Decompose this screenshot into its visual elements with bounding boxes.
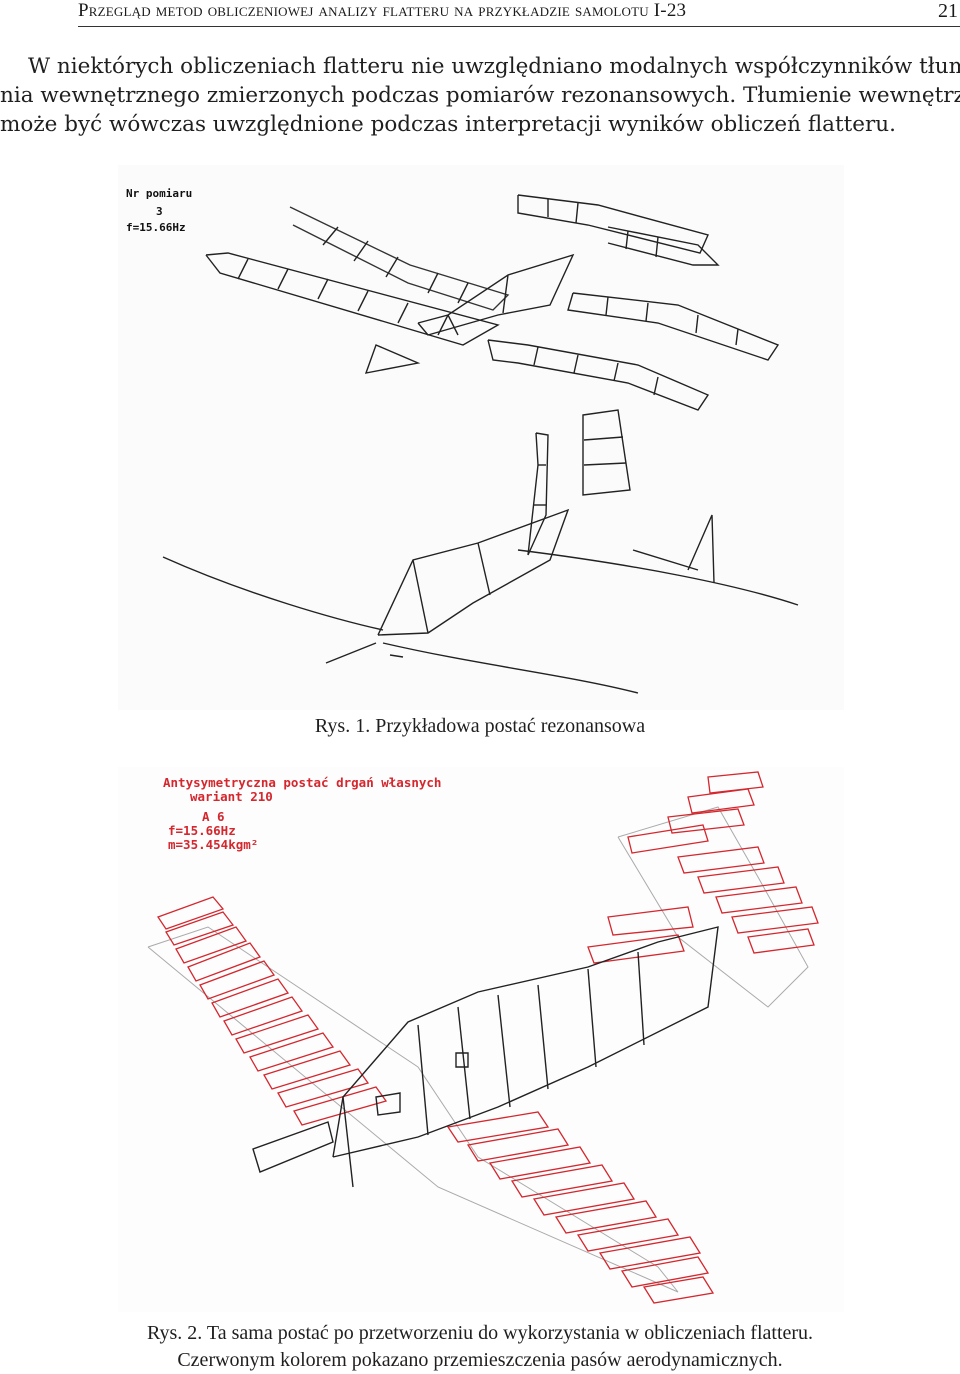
fig2-red-strips-tail [587,771,819,964]
figure-1-caption: Rys. 1. Przykładowa postać rezonansowa [314,715,646,737]
fig1-label-measurement: Nr pomiaru [126,187,192,200]
paragraph-line-1: W niektórych obliczeniach flatteru nie u… [28,54,960,79]
fig2-label-mode: A 6 [202,809,225,824]
running-title-text: Przegląd metod obliczeniowej analizy fla… [78,0,649,21]
figure-2-caption-line-2: Czerwonym kolorem pokazano przemieszczen… [177,1349,783,1371]
fig1-label-number: 3 [156,205,163,218]
fig2-black-fuselage [252,926,719,1188]
fig2-label-variant: wariant 210 [190,789,273,804]
page-number: 21 [938,0,958,22]
body-paragraph: W niektórych obliczeniach flatteru nie u… [0,52,960,139]
fig2-label-mass: m=35.454kgm² [168,837,258,852]
running-header: Przegląd metod obliczeniowej analizy fla… [0,0,960,28]
figure-1-wireframe: Nr pomiaru 3 f=15.66Hz [126,187,799,694]
fig2-label-title: Antysymetryczna postać drgań własnych [163,775,441,790]
running-title: Przegląd metod obliczeniowej analizy fla… [78,0,686,22]
paragraph-line-3: może być wówczas uwzględnione podczas in… [0,112,896,137]
running-title-tail: I-23 [648,0,687,21]
fig1-black-wireframe [162,194,799,694]
fig1-label-frequency: f=15.66Hz [126,221,186,234]
fig2-grey-ghost [147,806,809,1293]
paragraph-line-2: nia wewnętrznego zmierzonych podczas pom… [0,83,960,108]
header-rule [78,26,960,27]
figure-2-caption: Rys. 2. Ta sama postać po przetworzeniu … [0,1320,960,1374]
fig2-red-strips-right-wing [446,1111,715,1304]
figure-2-image: Antysymetryczna postać drgań własnych wa… [118,767,844,1312]
fig2-red-strips-left-wing [157,896,388,1126]
figure-1-image: Nr pomiaru 3 f=15.66Hz [118,165,844,710]
figure-2-caption-line-1: Rys. 2. Ta sama postać po przetworzeniu … [146,1322,814,1344]
figure-2-wireframe: Antysymetryczna postać drgań własnych wa… [147,771,819,1304]
fig2-label-frequency: f=15.66Hz [168,823,236,838]
